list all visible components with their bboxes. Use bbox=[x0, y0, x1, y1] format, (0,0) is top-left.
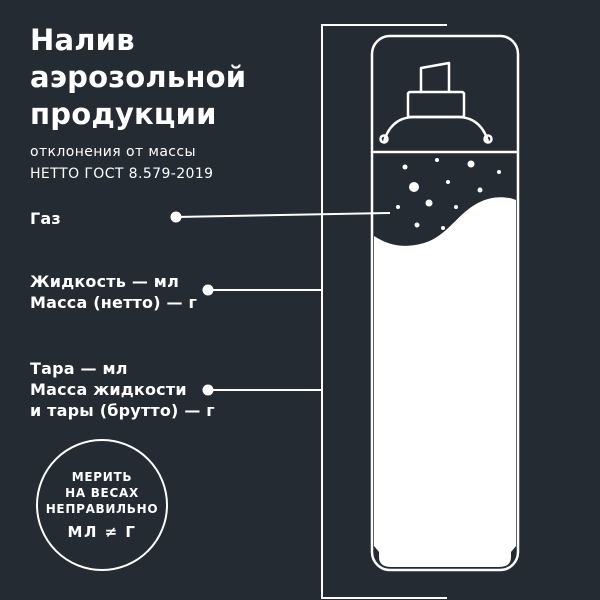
gas-bubbles bbox=[396, 158, 501, 230]
subtitle-line: НЕТТО ГОСТ 8.579-2019 bbox=[30, 166, 214, 182]
gas-label: Газ bbox=[30, 209, 61, 228]
leader-dot-liquid bbox=[202, 284, 214, 296]
can-dome bbox=[382, 115, 490, 144]
tare-label-line: Масса жидкости bbox=[30, 380, 187, 399]
measurement-bracket bbox=[321, 24, 447, 599]
badge-line: НА ВЕСАХ bbox=[65, 485, 139, 500]
callout-lines bbox=[175, 212, 391, 391]
badge-formula: МЛ ≠ Г bbox=[67, 522, 137, 541]
actuator-base bbox=[406, 90, 466, 119]
liquid-label-line: Жидкость — мл bbox=[30, 272, 179, 291]
page-title-line: аэрозольной bbox=[30, 60, 247, 94]
badge-line: НЕПРАВИЛЬНО bbox=[45, 501, 159, 516]
callout-dots bbox=[170, 211, 214, 396]
tare-label-line: и тары (брутто) — г bbox=[30, 401, 215, 420]
leader-dot-gas bbox=[170, 211, 182, 223]
can-outline bbox=[370, 34, 520, 572]
dome-rim-left bbox=[379, 134, 389, 144]
callout-gas-label: Газ bbox=[30, 208, 61, 229]
callout-liquid-label: Жидкость — мл Масса (нетто) — г bbox=[30, 271, 197, 313]
page-title-line: Налив bbox=[30, 23, 135, 57]
liquid-label-line: Масса (нетто) — г bbox=[30, 293, 198, 312]
page-title: Налив аэрозольной продукции bbox=[30, 22, 246, 133]
spray-nozzle bbox=[419, 61, 451, 94]
dome-rim-right bbox=[483, 134, 493, 144]
leader-line-gas bbox=[175, 212, 391, 218]
subtitle-line: отклонения от массы bbox=[30, 144, 196, 160]
aerosol-can-illustration bbox=[370, 34, 520, 572]
badge-line: МЕРИТЬ bbox=[71, 469, 133, 484]
tare-label-line: Тара — мл bbox=[30, 359, 128, 378]
liquid-fill bbox=[374, 197, 516, 567]
leader-dot-tare bbox=[202, 384, 214, 396]
subtitle: отклонения от массы НЕТТО ГОСТ 8.579-201… bbox=[30, 141, 213, 185]
callout-tare-label: Тара — мл Масса жидкости и тары (брутто)… bbox=[30, 358, 215, 421]
warning-badge: МЕРИТЬ НА ВЕСАХ НЕПРАВИЛЬНО МЛ ≠ Г bbox=[36, 439, 168, 571]
page-title-line: продукции bbox=[30, 97, 217, 131]
